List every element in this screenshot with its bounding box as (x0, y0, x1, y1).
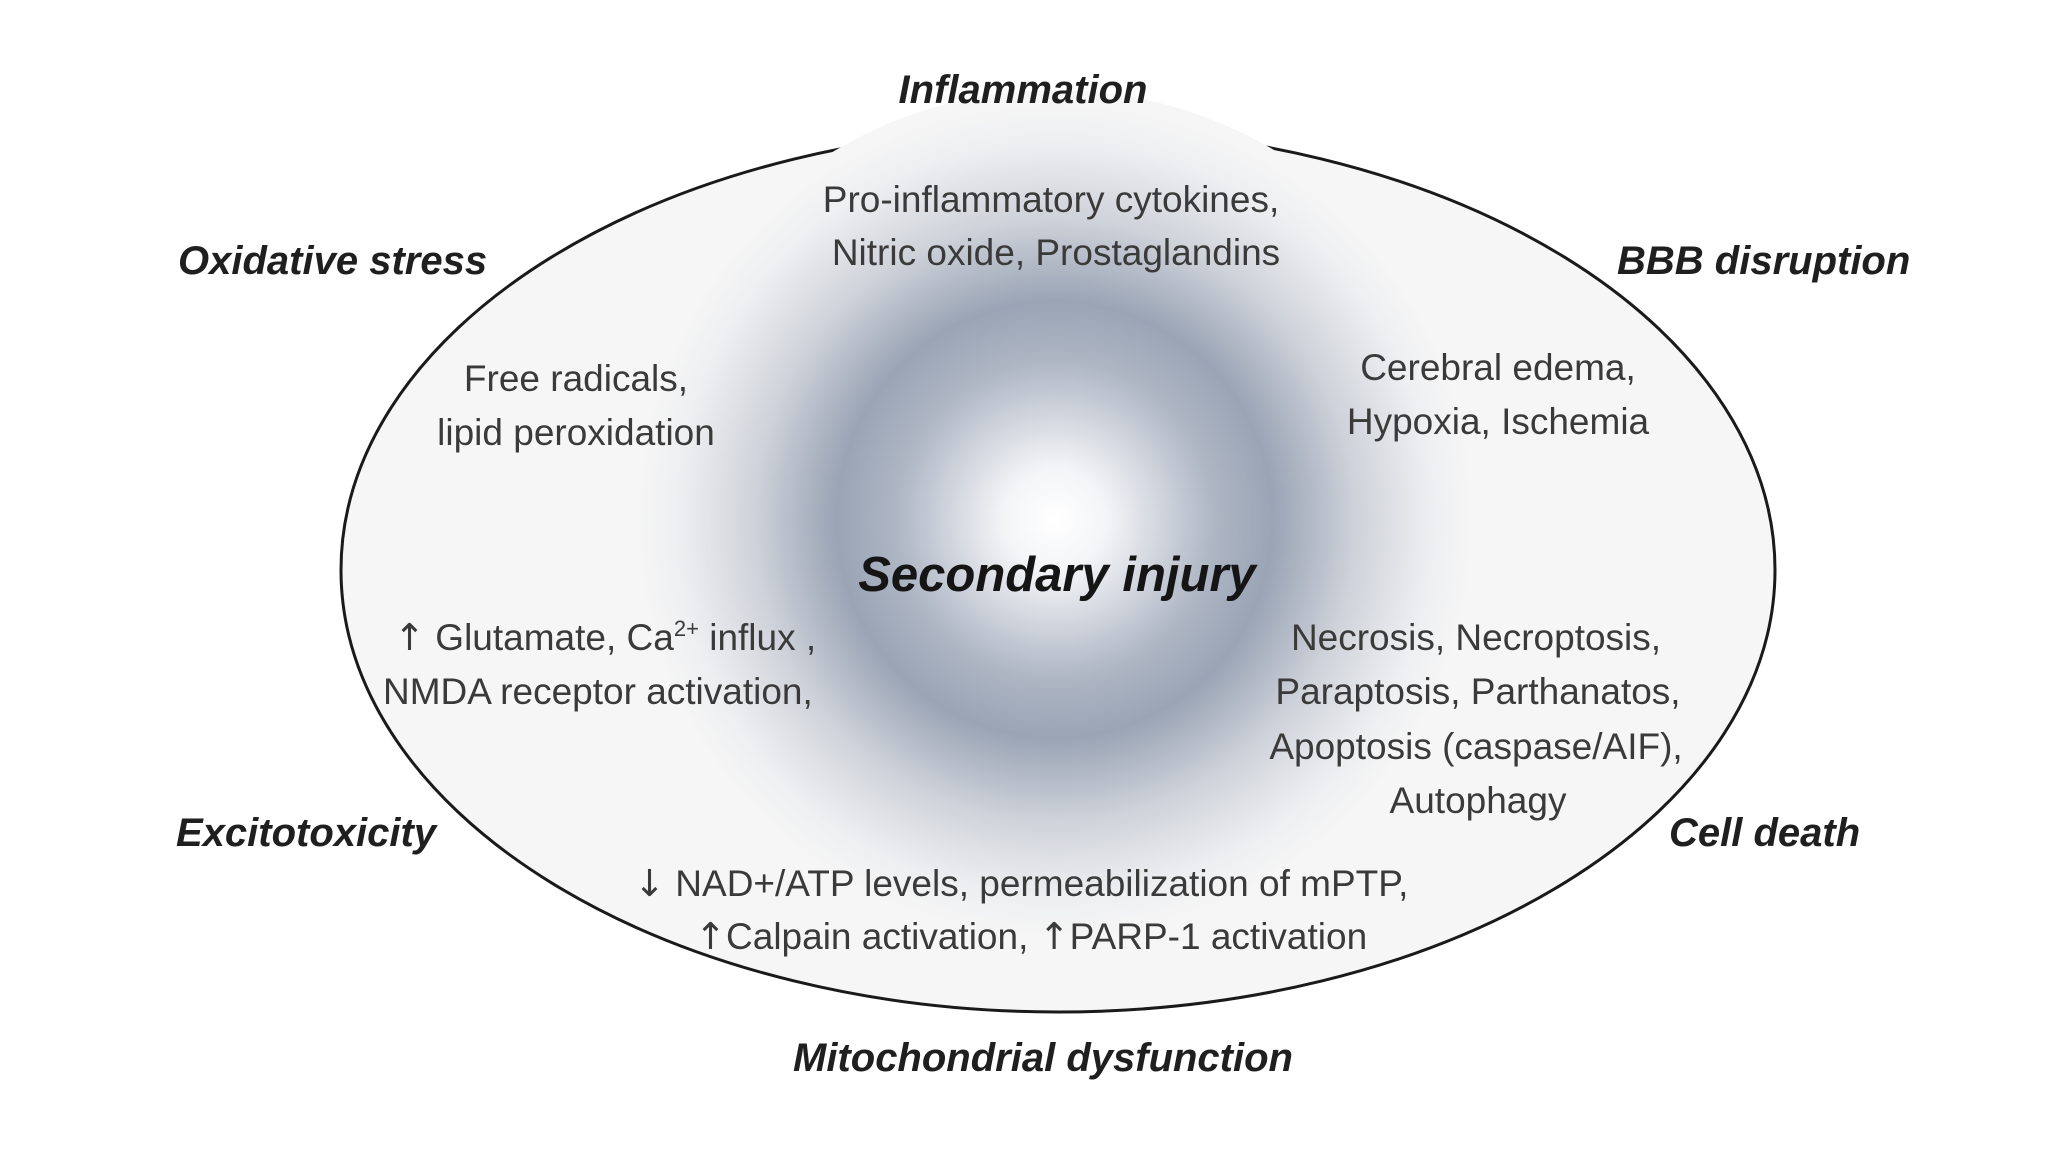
cell-death-detail-line3: Apoptosis (caspase/AIF), (1269, 726, 1682, 767)
cell-death-detail-line1: Necrosis, Necroptosis, (1291, 617, 1661, 658)
excitotoxicity-line1-main: Glutamate, Ca (425, 617, 674, 658)
bbb-detail-line2: Hypoxia, Ischemia (1347, 401, 1650, 442)
mitochondrial-detail-line2: ↑Calpain activation, ↑PARP-1 activation (695, 915, 1367, 958)
oxidative-detail-line1: Free radicals, (464, 358, 688, 399)
label-bbb-disruption: BBB disruption (1617, 239, 1910, 283)
excitotoxicity-detail-line2: NMDA receptor activation, (383, 671, 813, 712)
label-mitochondrial-dysfunction: Mitochondrial dysfunction (793, 1036, 1293, 1080)
mitochondrial-line2-part2: PARP-1 activation (1070, 916, 1368, 957)
up-arrow-icon: ↑ (695, 915, 726, 958)
inflammation-detail-line1: Pro-inflammatory cytokines, (823, 179, 1279, 220)
calcium-superscript: 2+ (674, 616, 699, 641)
mitochondrial-line1-main: NAD+/ATP levels, permeabilization of mPT… (665, 863, 1408, 904)
label-inflammation: Inflammation (899, 68, 1148, 112)
label-oxidative-stress: Oxidative stress (178, 239, 487, 283)
up-arrow-icon: ↑ (1039, 915, 1070, 958)
mitochondrial-line2-part1: Calpain activation, (726, 916, 1039, 957)
excitotoxicity-line1-tail: influx , (699, 617, 816, 658)
central-glow (625, 90, 1485, 950)
excitotoxicity-detail-line1: ↑ Glutamate, Ca2+ influx , (394, 616, 816, 659)
oxidative-detail-line2: lipid peroxidation (437, 412, 715, 453)
down-arrow-icon: ↓ (634, 862, 665, 905)
up-arrow-icon: ↑ (394, 616, 425, 659)
center-label-secondary-injury: Secondary injury (858, 548, 1258, 602)
bbb-detail-line1: Cerebral edema, (1360, 347, 1636, 388)
inflammation-detail-line2: Nitric oxide, Prostaglandins (832, 232, 1280, 273)
cell-death-detail-line4: Autophagy (1390, 780, 1567, 821)
mitochondrial-detail-line1: ↓ NAD+/ATP levels, permeabilization of m… (634, 862, 1408, 905)
cell-death-detail-line2: Paraptosis, Parthanatos, (1275, 671, 1680, 712)
label-cell-death: Cell death (1669, 811, 1860, 855)
label-excitotoxicity: Excitotoxicity (176, 811, 438, 855)
